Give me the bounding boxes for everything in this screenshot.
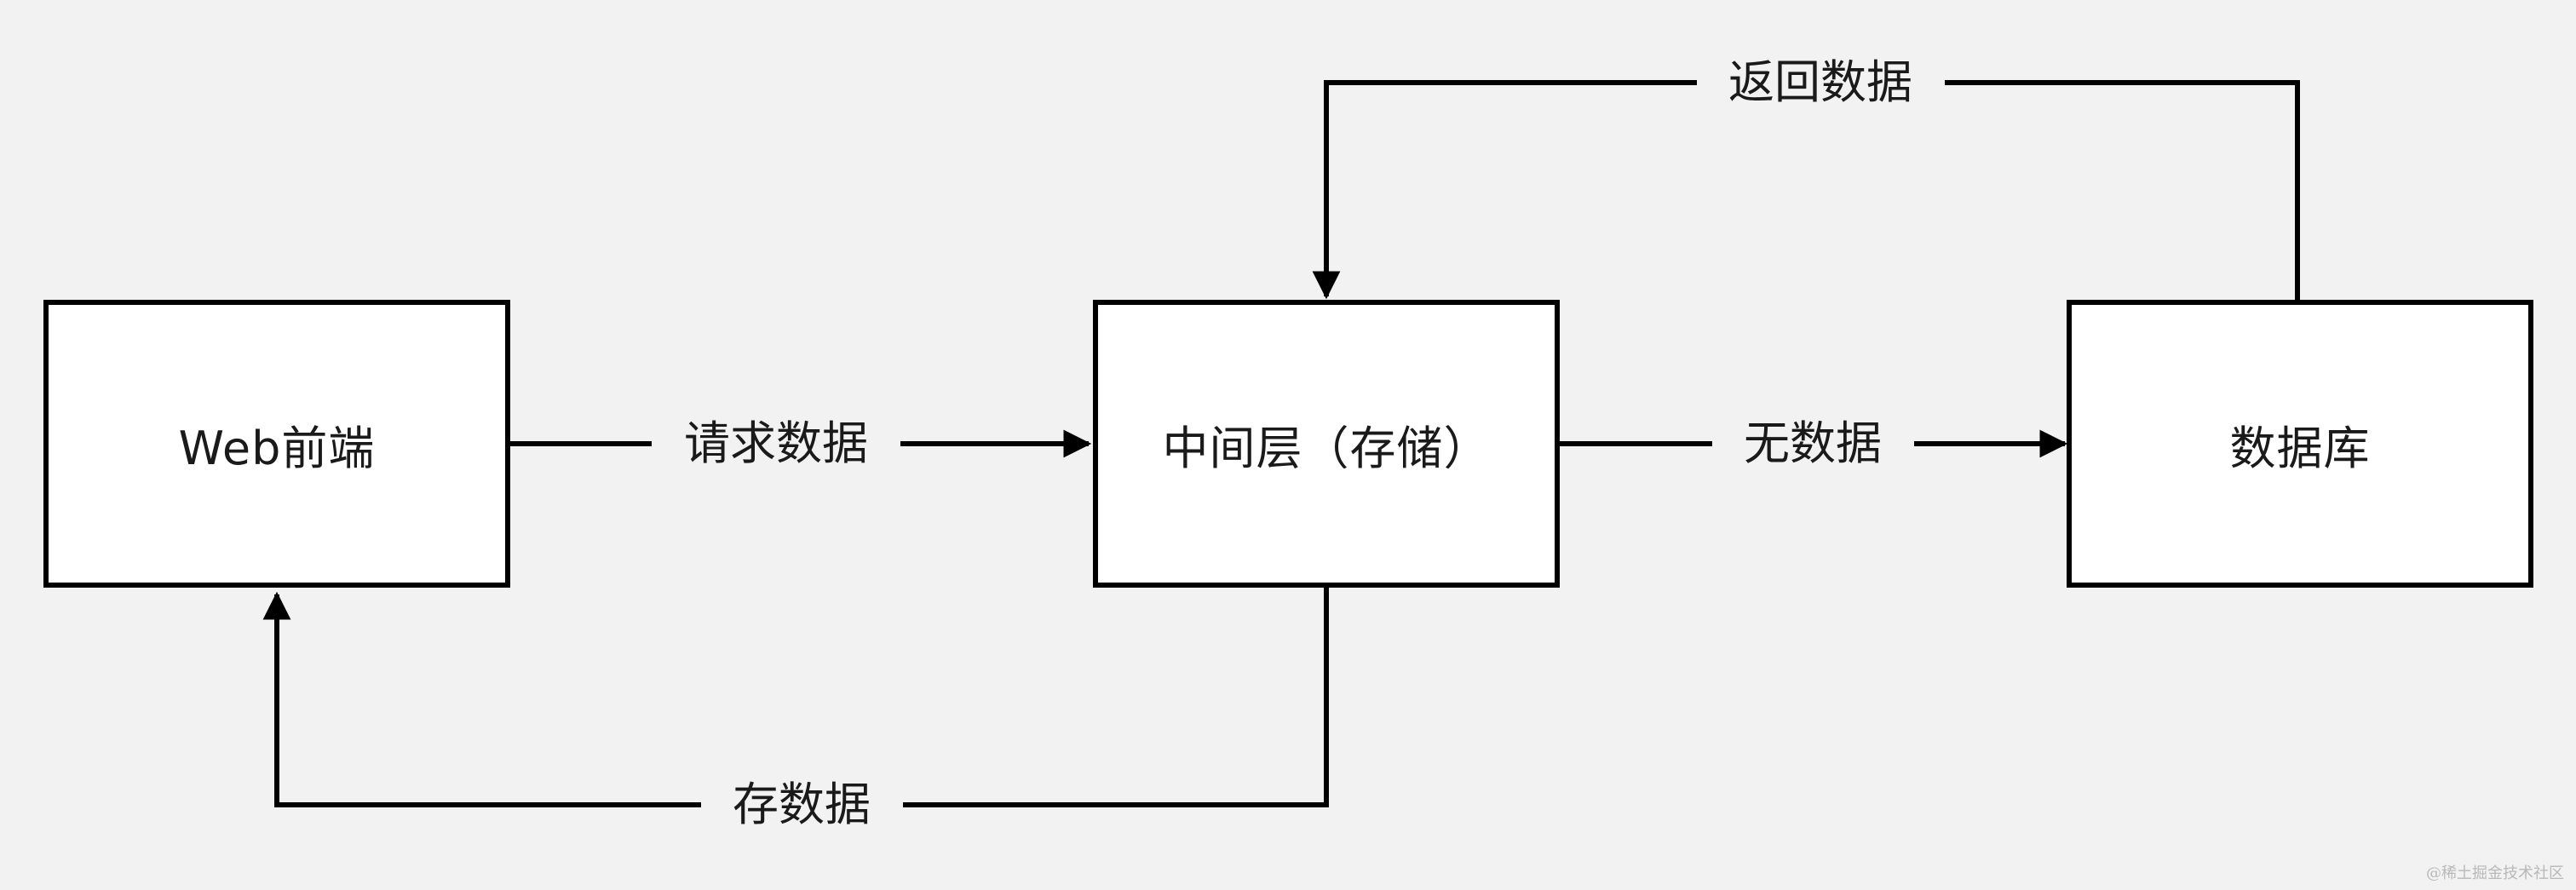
node-database-label: 数据库 (2229, 421, 2371, 475)
edge-store-data-right (903, 588, 1329, 807)
edge-return-data-left (1312, 80, 1697, 300)
node-web-frontend: Web前端 (43, 300, 510, 588)
node-middle-layer-label: 中间层（存储） (1162, 421, 1491, 475)
node-middle-layer: 中间层（存储） (1093, 300, 1560, 588)
node-web-frontend-label: Web前端 (178, 421, 376, 475)
edge-label-store-data: 存数据 (726, 782, 877, 828)
edge-return-data-right (1945, 80, 2300, 300)
edge-label-request-data: 请求数据 (677, 421, 875, 467)
node-database: 数据库 (2067, 300, 2533, 588)
edge-label-return-data: 返回数据 (1722, 60, 1919, 106)
edge-store-data-left (262, 591, 701, 807)
watermark: @稀土掘金技术社区 (2426, 864, 2564, 882)
edge-label-no-data: 无数据 (1737, 421, 1889, 467)
